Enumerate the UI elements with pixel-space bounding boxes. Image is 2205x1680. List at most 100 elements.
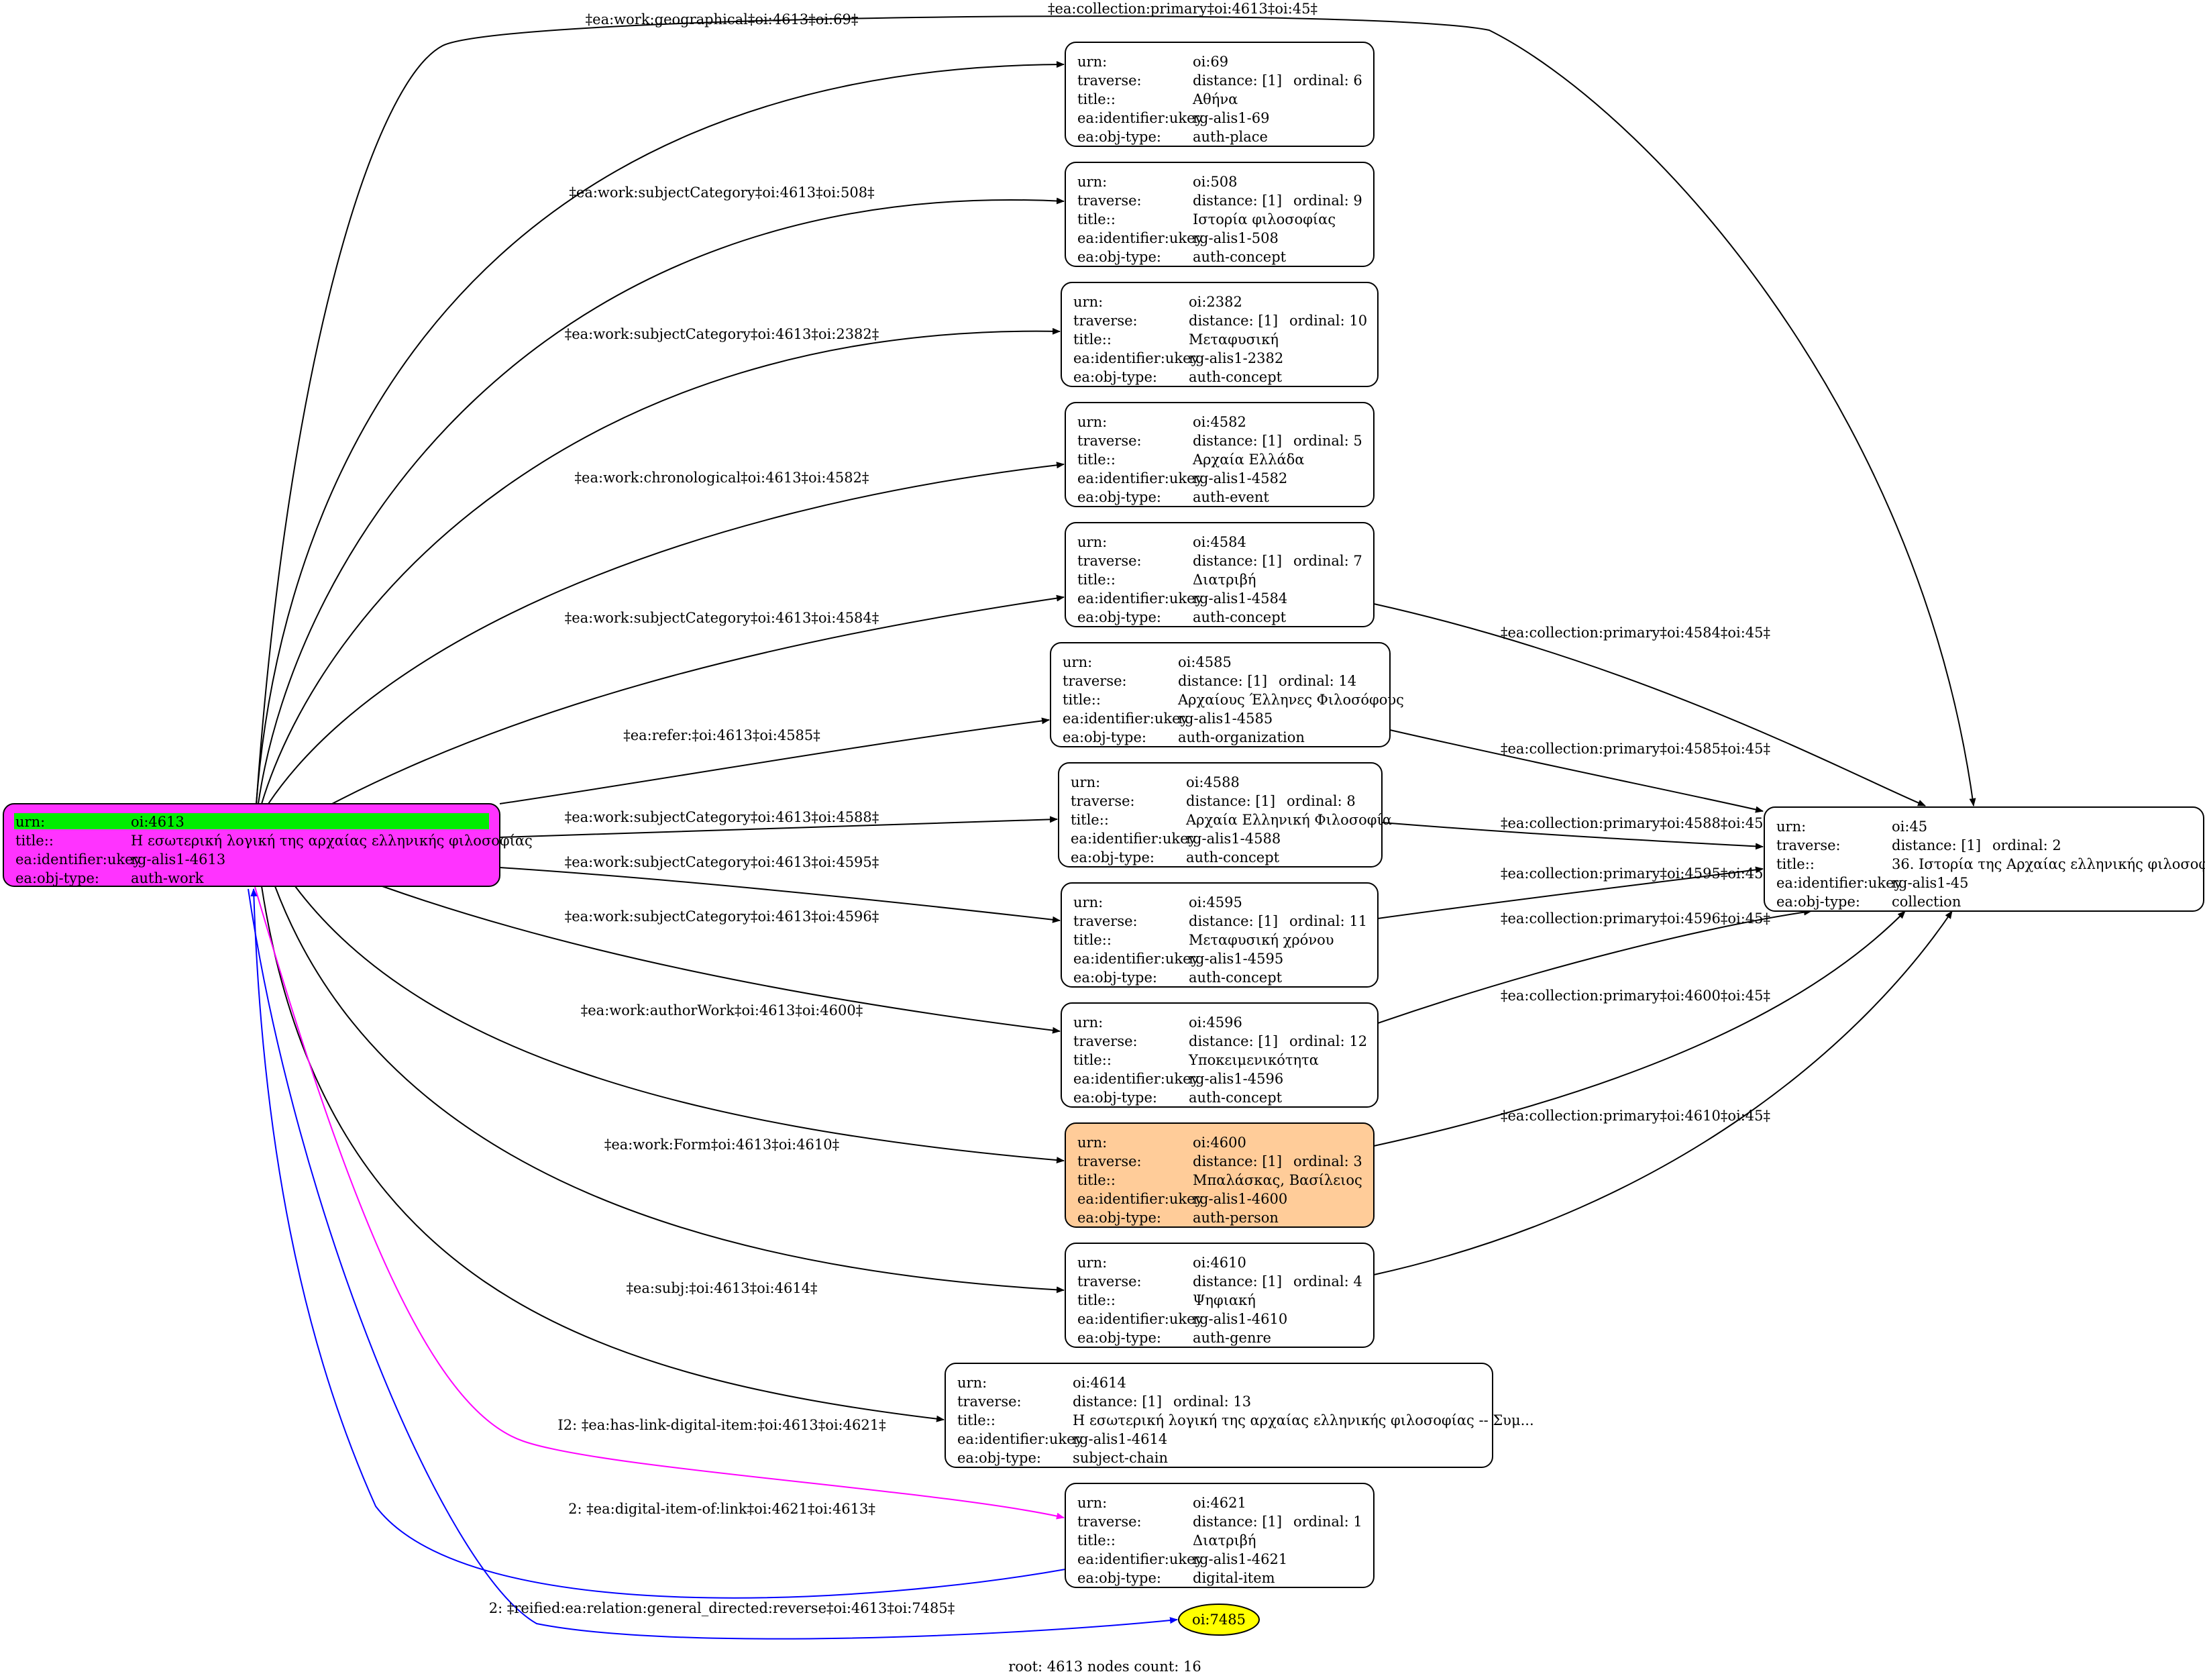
node-box [1065, 162, 1375, 267]
edge-4613-4588 [499, 816, 1058, 838]
edge-4613-4621 [254, 886, 1065, 1520]
edge-4613-2382 [261, 327, 1061, 804]
node-key-type: ea:obj-type: [1063, 729, 1146, 745]
node-key-type: ea:obj-type: [1077, 129, 1161, 145]
node-key-ukey: ea:identifier:ukey [15, 851, 142, 868]
node-value-ordinal: ordinal: 9 [1293, 193, 1362, 209]
node-value-urn: oi:4596 [1189, 1014, 1242, 1031]
node-key-type: ea:obj-type: [1077, 609, 1161, 625]
node-value-ukey: rg-alis1-4613 [131, 851, 225, 868]
node-key-type: ea:obj-type: [1073, 1090, 1157, 1106]
node-key-title: title:: [1077, 91, 1116, 107]
node-value-ordinal: ordinal: 13 [1173, 1394, 1251, 1410]
edge-4613-45 [256, 15, 1976, 806]
node-value-title: Διατριβή [1193, 1532, 1256, 1548]
node-value-type: auth-concept [1189, 969, 1283, 986]
node-key-urn: urn: [1077, 54, 1107, 70]
node-value-ukey: rg-alis1-4584 [1193, 590, 1287, 607]
node-value-type: auth-concept [1186, 849, 1280, 865]
node-key-type: ea:obj-type: [1077, 1330, 1161, 1346]
node-key-urn: urn: [1077, 1255, 1107, 1271]
node-box [1065, 42, 1375, 147]
node-value-title: Μπαλάσκας, Βασίλειος [1193, 1172, 1362, 1188]
node-oi-7485[interactable]: oi:7485 [1178, 1604, 1260, 1636]
node-value-ordinal: ordinal: 5 [1293, 433, 1362, 449]
node-key-urn: urn: [1776, 819, 1806, 835]
edge-label-4613-4582: ‡ea:work:chronological‡oi:4613‡oi:4582‡ [575, 470, 869, 486]
node-key-traverse: traverse: [1063, 673, 1127, 689]
node-key-ukey: ea:identifier:ukey [1071, 831, 1197, 847]
node-value-urn: oi:2382 [1189, 294, 1242, 310]
node-value-ukey: rg-alis1-4595 [1189, 951, 1283, 967]
node-value-traverse: distance: [1] [1193, 193, 1282, 209]
node-value-urn: oi:45 [1892, 819, 1927, 835]
node-key-ukey: ea:identifier:ukey [1077, 230, 1203, 246]
edge-4613-4610 [274, 886, 1065, 1294]
node-value-traverse: distance: [1] [1189, 913, 1278, 929]
edge-label-4613-508: ‡ea:work:subjectCategory‡oi:4613‡oi:508‡ [569, 185, 874, 201]
node-value-type: digital-item [1193, 1570, 1275, 1586]
node-key-title: title:: [15, 833, 54, 849]
node-key-traverse: traverse: [957, 1394, 1022, 1410]
node-box [1061, 882, 1379, 988]
node-key-urn: urn: [957, 1375, 987, 1391]
node-key-ukey: ea:identifier:ukey [1073, 1071, 1199, 1087]
edge-label-4621-4613: 2: ‡ea:digital-item-of:link‡oi:4621‡oi:4… [568, 1501, 875, 1517]
node-key-type: ea:obj-type: [1071, 849, 1154, 865]
node-key-title: title:: [1073, 932, 1112, 948]
node-value-ukey: rg-alis1-4588 [1186, 831, 1281, 847]
edge-4588-45 [1381, 822, 1764, 850]
node-value-ordinal: ordinal: 4 [1293, 1273, 1362, 1290]
node-key-urn: urn: [1077, 1495, 1107, 1511]
edge-4585-45 [1389, 729, 1764, 813]
graph-footer: root: 4613 nodes count: 16 [1008, 1659, 1201, 1675]
node-key-type: ea:obj-type: [1776, 894, 1860, 910]
edge-label-4613-7485: 2: ‡reified:ea:relation:general_directed… [489, 1600, 955, 1616]
node-value-type: collection [1892, 894, 1961, 910]
node-box [1058, 762, 1383, 868]
node-value-urn: oi:4610 [1193, 1255, 1246, 1271]
node-key-urn: urn: [1063, 654, 1092, 670]
edge-4584-45 [1373, 603, 1926, 806]
node-key-title: title:: [1077, 1532, 1116, 1548]
node-key-ukey: ea:identifier:ukey [1077, 590, 1203, 607]
node-value-urn: oi:508 [1193, 174, 1238, 190]
node-value-urn: oi:4613 [131, 814, 184, 830]
node-value-type: auth-work [131, 870, 204, 886]
node-key-ukey: ea:identifier:ukey [1776, 875, 1902, 891]
node-key-traverse: traverse: [1071, 793, 1135, 809]
node-value-urn: oi:4588 [1186, 774, 1240, 790]
node-value-traverse: distance: [1] [1073, 1394, 1162, 1410]
node-key-ukey: ea:identifier:ukey [1077, 1191, 1203, 1207]
node-key-title: title:: [1077, 1292, 1116, 1308]
edge-label-4613-4610: ‡ea:work:Form‡oi:4613‡oi:4610‡ [604, 1137, 839, 1153]
edge-label-4595-45: ‡ea:collection:primary‡oi:4595‡oi:45‡ [1501, 865, 1770, 882]
node-key-traverse: traverse: [1077, 1514, 1142, 1530]
edge-4613-4582 [268, 462, 1065, 804]
node-value-title: Η εσωτερική λογική της αρχαίας ελληνικής… [131, 833, 533, 849]
node-value-traverse: distance: [1] [1193, 553, 1282, 569]
node-value-title: Αρχαία Ελληνική Φιλοσοφία [1185, 812, 1392, 828]
node-key-type: ea:obj-type: [1077, 489, 1161, 505]
node-key-title: title:: [1077, 572, 1116, 588]
node-value-traverse: distance: [1] [1193, 72, 1282, 89]
node-value-urn: oi:4585 [1178, 654, 1232, 670]
node-key-ukey: ea:identifier:ukey [1077, 1311, 1203, 1327]
node-key-title: title:: [1063, 692, 1101, 708]
